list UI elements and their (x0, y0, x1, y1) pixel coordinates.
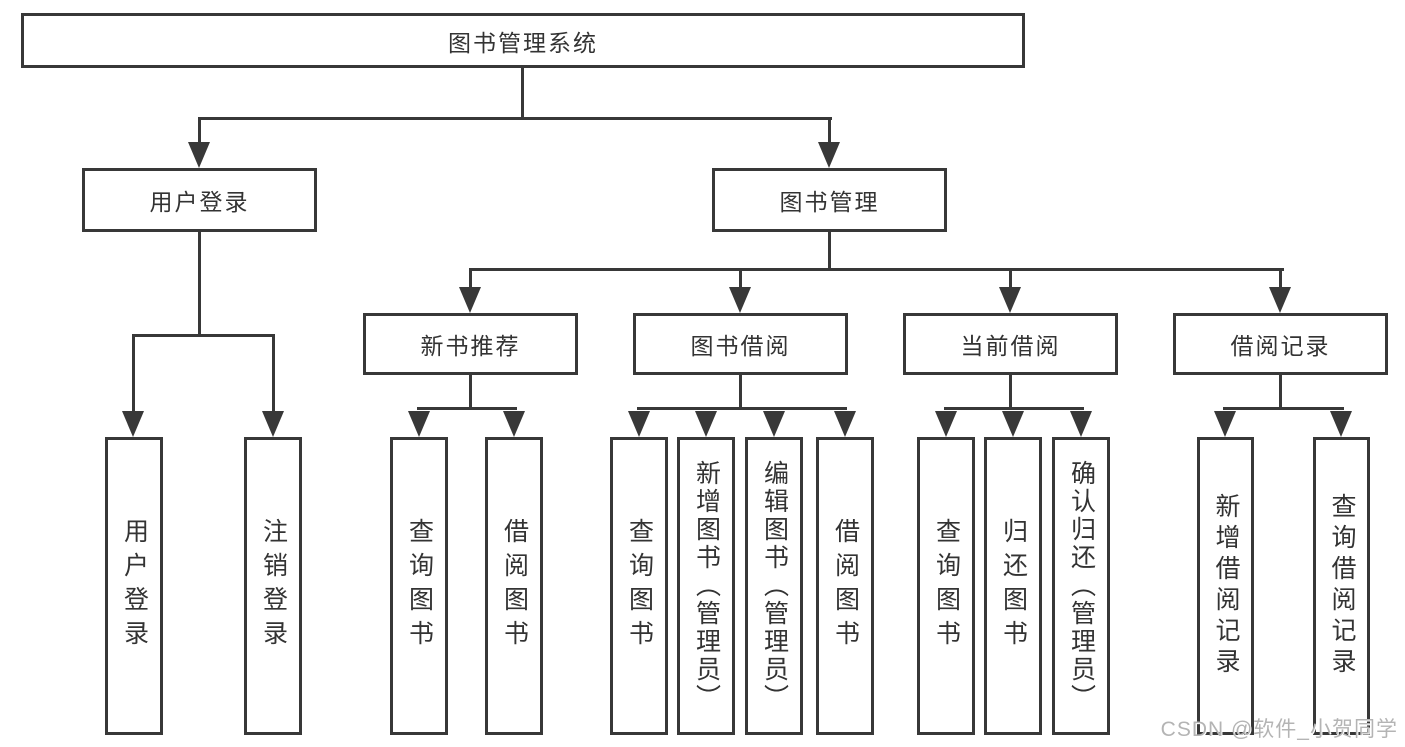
node-new-book-recommend: 新书推荐 (363, 313, 578, 375)
connector-line (469, 375, 472, 410)
connector-line (417, 407, 517, 410)
node-book-borrow-label: 图书借阅 (690, 333, 791, 359)
node-new-book-recommend-label: 新书推荐 (420, 333, 521, 359)
connector-line (198, 232, 201, 337)
connector-line (1009, 375, 1012, 410)
leaf-add-borrow-record: 新增借阅记录 (1197, 437, 1254, 735)
connector-line (944, 407, 1084, 410)
leaf-return-books: 归还图书 (984, 437, 1042, 735)
leaf-borrow-books-label: 借阅图书 (831, 518, 860, 654)
arrowhead (459, 287, 481, 313)
arrowhead (935, 411, 957, 437)
node-book-management-label: 图书管理 (779, 189, 880, 215)
node-current-borrow: 当前借阅 (903, 313, 1118, 375)
leaf-query-borrow-record-label: 查询借阅记录 (1328, 493, 1356, 679)
arrowhead (1330, 411, 1352, 437)
connector-line (828, 232, 831, 271)
arrowhead (834, 411, 856, 437)
connector-line (739, 375, 742, 410)
node-borrow-records: 借阅记录 (1173, 313, 1388, 375)
connector-line (198, 117, 201, 143)
arrowhead (695, 411, 717, 437)
node-user-login: 用户登录 (82, 168, 317, 232)
leaf-add-books-admin-label: 新增图书（管理员） (692, 460, 721, 712)
leaf-logout-label: 注销登录 (259, 518, 288, 654)
node-book-management: 图书管理 (712, 168, 947, 232)
connector-line (198, 117, 832, 120)
leaf-query-borrow-record: 查询借阅记录 (1313, 437, 1370, 735)
node-user-login-label: 用户登录 (149, 189, 250, 215)
connector-line (272, 334, 275, 411)
leaf-newbook-borrow-books: 借阅图书 (485, 437, 543, 735)
arrowhead (999, 287, 1021, 313)
leaf-borrow-books: 借阅图书 (816, 437, 874, 735)
leaf-add-books-admin: 新增图书（管理员） (677, 437, 735, 735)
leaf-current-query-books: 查询图书 (917, 437, 975, 735)
leaf-confirm-return-admin-label: 确认归还（管理员） (1067, 460, 1096, 712)
connector-line (132, 334, 275, 337)
node-book-borrow: 图书借阅 (633, 313, 848, 375)
leaf-edit-books-admin-label: 编辑图书（管理员） (760, 460, 789, 712)
leaf-current-query-books-label: 查询图书 (932, 518, 961, 654)
arrowhead (1070, 411, 1092, 437)
connector-line (1223, 407, 1344, 410)
leaf-logout: 注销登录 (244, 437, 302, 735)
connector-line (1279, 375, 1282, 410)
leaf-edit-books-admin: 编辑图书（管理员） (745, 437, 803, 735)
leaf-newbook-query-books: 查询图书 (390, 437, 448, 735)
arrowhead (763, 411, 785, 437)
arrowhead (188, 142, 210, 168)
csdn-watermark: CSDN @软件_小贺同学 (1160, 718, 1398, 741)
arrowhead (1214, 411, 1236, 437)
connector-line (828, 117, 831, 143)
node-library-system-label: 图书管理系统 (448, 29, 598, 56)
connector-line (521, 68, 524, 120)
leaf-newbook-borrow-books-label: 借阅图书 (500, 518, 529, 654)
leaf-newbook-query-books-label: 查询图书 (405, 518, 434, 654)
arrowhead (1002, 411, 1024, 437)
arrowhead (1269, 287, 1291, 313)
leaf-add-borrow-record-label: 新增借阅记录 (1212, 493, 1240, 679)
connector-line (132, 334, 135, 411)
arrowhead (818, 142, 840, 168)
arrowhead (262, 411, 284, 437)
connector-line (469, 268, 472, 289)
arrowhead (729, 287, 751, 313)
arrowhead (408, 411, 430, 437)
leaf-return-books-label: 归还图书 (999, 518, 1028, 654)
connector-line (1279, 268, 1282, 289)
leaf-confirm-return-admin: 确认归还（管理员） (1052, 437, 1110, 735)
connector-line (1009, 268, 1012, 289)
connector-line (469, 268, 1284, 271)
leaf-user-login: 用户登录 (105, 437, 163, 735)
connector-line (739, 268, 742, 289)
connector-line (637, 407, 847, 410)
arrowhead (503, 411, 525, 437)
leaf-user-login-label: 用户登录 (120, 518, 149, 654)
node-borrow-records-label: 借阅记录 (1230, 333, 1331, 359)
node-current-borrow-label: 当前借阅 (960, 333, 1061, 359)
leaf-borrow-query-books: 查询图书 (610, 437, 668, 735)
leaf-borrow-query-books-label: 查询图书 (625, 518, 654, 654)
node-library-system: 图书管理系统 (21, 13, 1025, 68)
arrowhead (628, 411, 650, 437)
arrowhead (122, 411, 144, 437)
